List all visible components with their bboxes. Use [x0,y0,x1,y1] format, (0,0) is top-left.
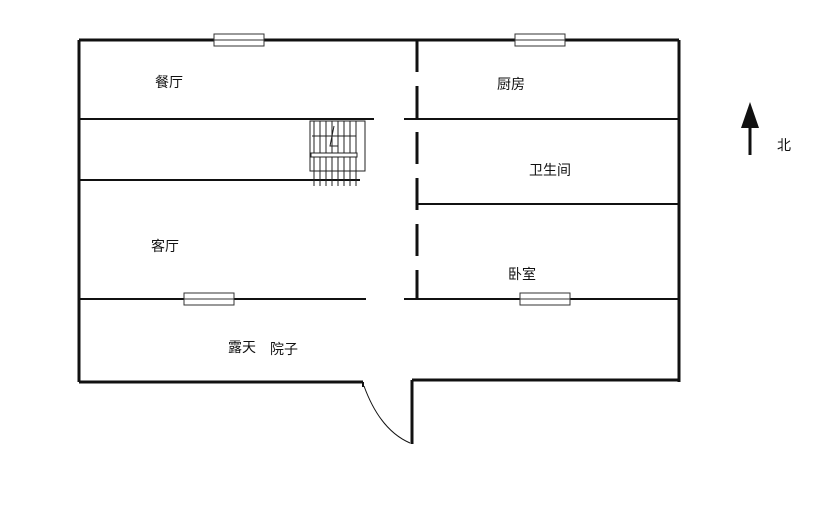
compass-north-label: 北 [777,138,791,154]
room-label-kitchen: 厨房 [497,77,525,93]
interior-walls [79,40,679,300]
room-label-yard: 院子 [270,342,298,358]
room-label-living: 客厅 [151,239,179,255]
entrance-door [362,382,411,444]
room-label-dining: 餐厅 [155,75,183,91]
room-label-bathroom: 卫生间 [529,163,571,179]
windows [183,33,571,306]
north-arrow-icon [741,102,759,155]
room-label-terrace: 露天 [228,340,256,356]
staircase [309,120,366,186]
outer-walls [77,38,681,444]
room-label-bedroom: 卧室 [508,267,536,283]
